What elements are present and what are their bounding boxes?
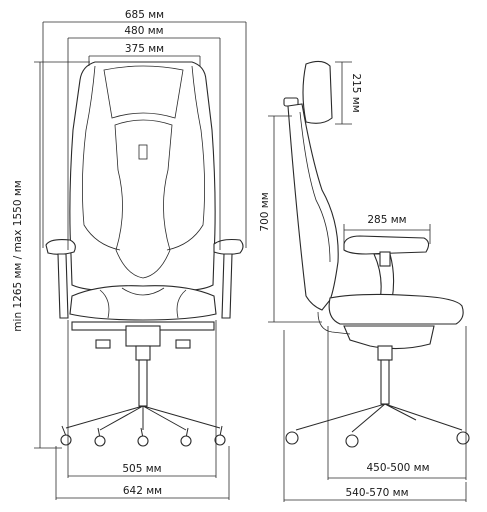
front-caster-2: [94, 435, 106, 447]
front-cylinder-top: [135, 345, 151, 361]
front-view-chair: [45, 61, 244, 447]
side-seat: [328, 293, 464, 325]
front-lever-left: [95, 339, 111, 349]
dim-label-700: 700 мм: [259, 192, 271, 231]
front-caster-3: [137, 435, 149, 447]
dim-label-375: 375 мм: [125, 43, 164, 55]
side-backrest-seam: [299, 111, 331, 263]
side-headrest: [302, 60, 333, 124]
front-arm-post-right: [221, 253, 233, 319]
front-back-top-panel: [103, 65, 184, 119]
front-caster-5: [214, 434, 226, 446]
front-back-right-wing: [166, 65, 205, 251]
side-caster-3: [456, 431, 470, 445]
front-armrest-right: [213, 238, 244, 255]
front-back-label: [138, 144, 148, 160]
front-seat-seam-center: [121, 287, 165, 296]
front-seat-seam-right: [176, 289, 187, 319]
front-seat-seam-left: [99, 289, 110, 319]
front-cylinder: [138, 359, 148, 407]
front-lever-right: [175, 339, 191, 349]
side-cylinder: [380, 359, 390, 405]
dim-label-505: 505 мм: [122, 463, 161, 475]
dim-label-215: 215 мм: [350, 73, 362, 112]
side-dimensions: 215 мм 700 мм 285 мм 450-500 мм 540-570 …: [259, 61, 467, 502]
front-caster-1: [60, 434, 72, 446]
front-arm-post-left: [57, 253, 69, 319]
side-caster-1: [285, 431, 299, 445]
dim-label-480: 480 мм: [124, 25, 163, 37]
front-armrest-left: [45, 239, 76, 255]
dim-label-450-500: 450-500 мм: [366, 462, 429, 474]
dim-label-285: 285 мм: [367, 214, 406, 226]
dim-label-642: 642 мм: [123, 485, 162, 497]
front-base-feet: [61, 425, 223, 439]
front-seat: [69, 285, 217, 321]
front-mechanism: [125, 325, 161, 347]
side-back-arm: [317, 311, 351, 335]
side-arm-button: [379, 251, 391, 267]
dim-label-540-570: 540-570 мм: [345, 487, 408, 499]
side-caster-2: [345, 434, 359, 448]
front-dimensions: 685 мм 480 мм 375 мм min 1265 мм / max 1…: [12, 9, 247, 500]
front-back-left-wing: [82, 65, 121, 251]
side-backrest: [287, 103, 339, 311]
front-base-legs: [65, 405, 221, 431]
dim-label-685: 685 мм: [125, 9, 164, 21]
side-armrest: [343, 235, 430, 255]
side-cylinder-top: [377, 345, 393, 361]
dim-label-height: min 1265 мм / max 1550 мм: [12, 180, 24, 331]
front-caster-4: [180, 435, 192, 447]
side-mechanism: [343, 325, 435, 350]
front-back-center-panel: [114, 119, 173, 279]
side-base-legs: [295, 403, 463, 433]
side-view-chair: [283, 60, 470, 448]
